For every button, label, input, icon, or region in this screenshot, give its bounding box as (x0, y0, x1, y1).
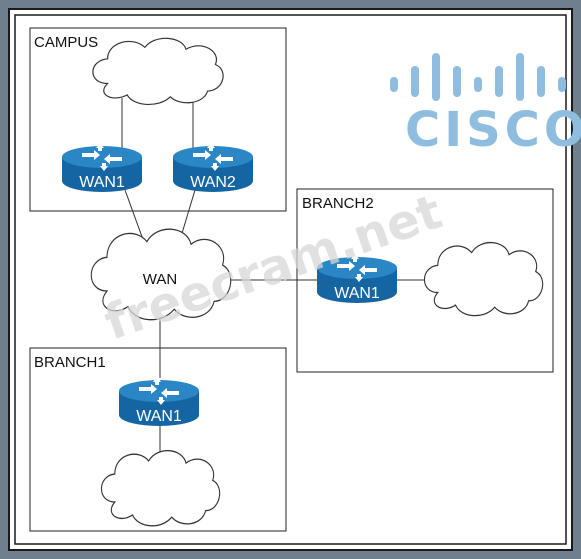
campus-wan1-router: WAN1 (62, 143, 142, 192)
branch1-label: BRANCH1 (34, 354, 106, 371)
branch2-label: BRANCH2 (302, 195, 374, 212)
router-label: WAN1 (136, 408, 182, 425)
branch1-box (29, 347, 287, 532)
cisco-bars-icon (390, 53, 566, 101)
branch2-lan-cloud-icon (423, 241, 544, 317)
branch1-wan1-router: WAN1 (119, 377, 199, 426)
link-campus-wan2-wan (179, 189, 196, 241)
campus-lan-cloud-icon (92, 37, 224, 106)
router-label: WAN1 (334, 285, 380, 302)
branch1-lan-cloud-icon (100, 449, 221, 527)
cisco-logo: CISCO (390, 53, 581, 158)
campus-box (29, 27, 287, 212)
router-label: WAN1 (79, 174, 125, 191)
campus-label: CAMPUS (34, 34, 98, 51)
links (121, 98, 425, 455)
cisco-wordmark: CISCO (405, 102, 581, 158)
router-label: WAN2 (190, 174, 236, 191)
campus-wan2-router: WAN2 (173, 143, 253, 192)
branch2-wan1-router: WAN1 (317, 254, 397, 303)
wan-cloud-label: WAN (143, 271, 177, 288)
link-campus-wan1-wan (124, 189, 146, 246)
